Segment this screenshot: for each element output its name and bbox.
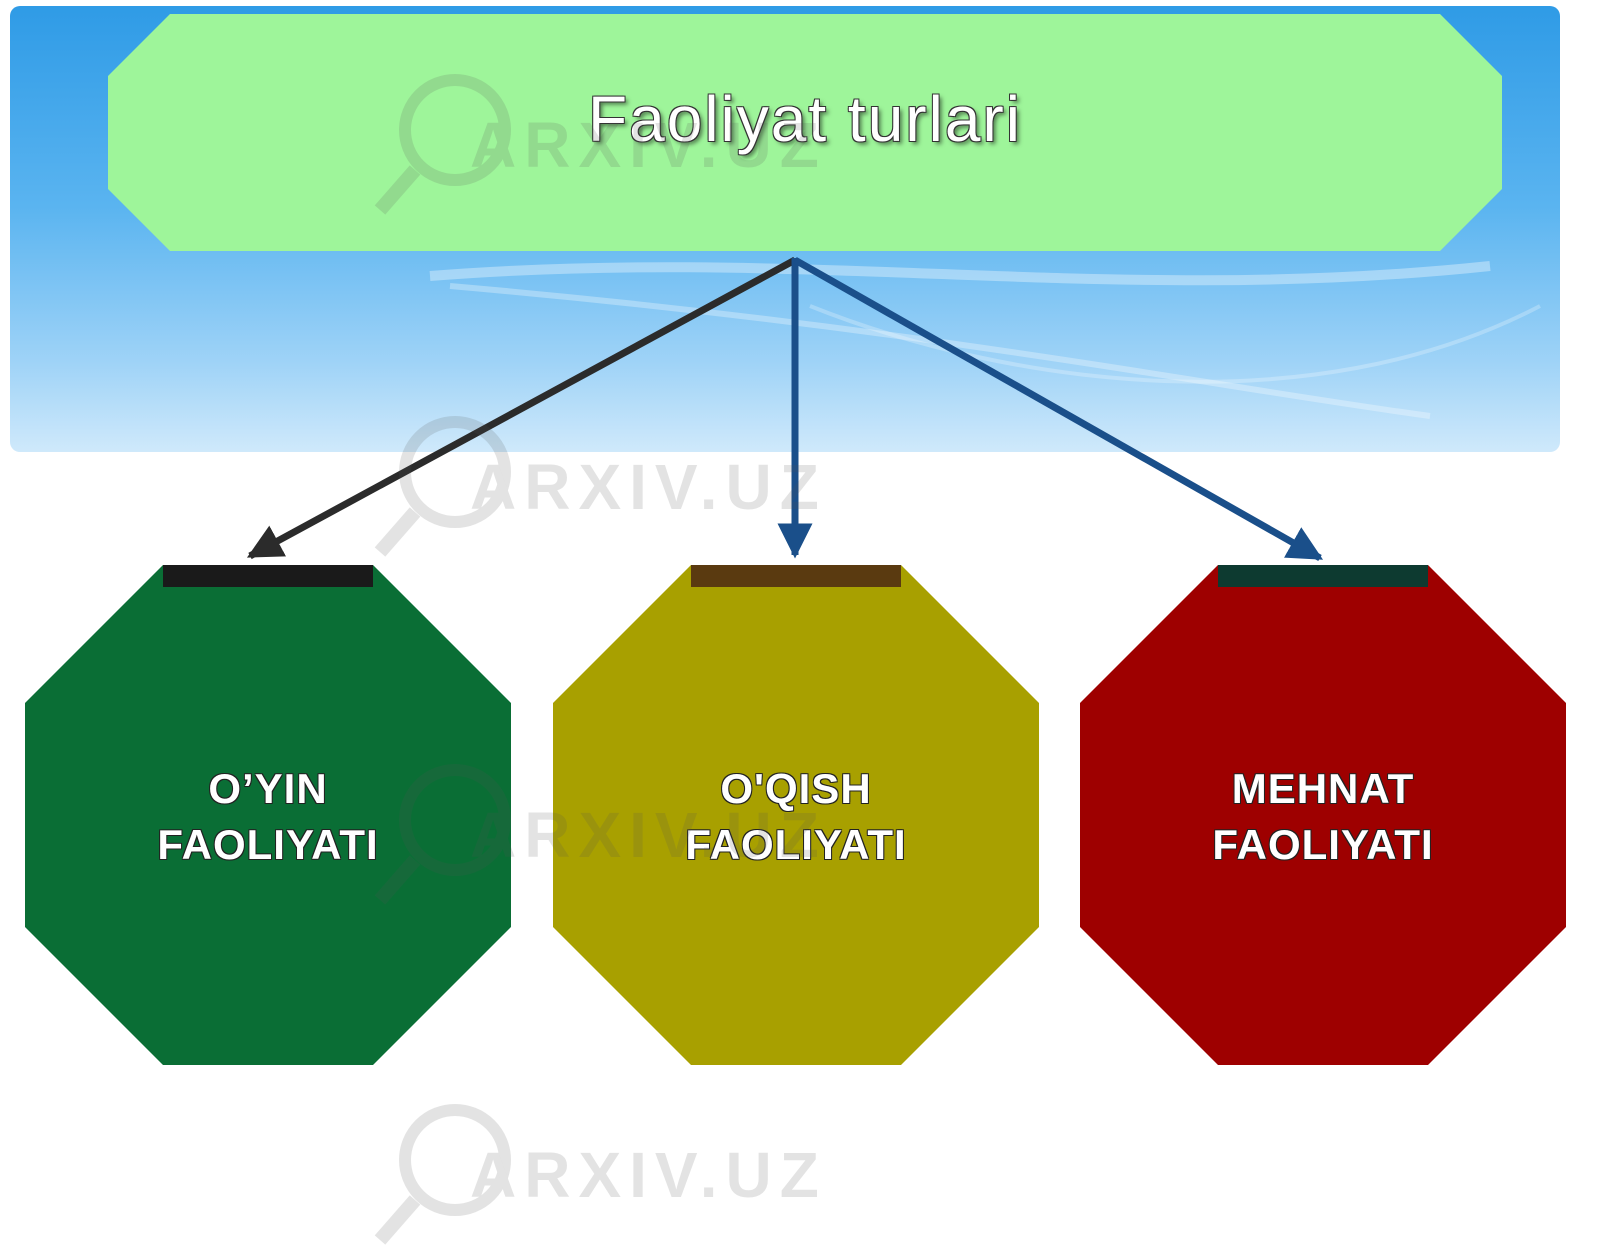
magnifier-icon	[374, 416, 511, 557]
branch-mehnat: MEHNAT FAOLIYATI	[1080, 565, 1566, 1065]
branch-cap	[1218, 565, 1428, 587]
sky-swoosh	[429, 261, 1541, 419]
branch-line1: O'QISH	[720, 765, 872, 812]
branch-label: MEHNAT FAOLIYATI	[1212, 761, 1433, 873]
title-box: Faoliyat turlari	[108, 14, 1502, 251]
branch-cap	[691, 565, 901, 587]
sky-banner: Faoliyat turlari	[10, 6, 1560, 452]
branch-line1: MEHNAT	[1231, 765, 1415, 812]
magnifier-icon	[374, 764, 511, 905]
branch-oqish: O'QISH FAOLIYATI	[553, 565, 1039, 1065]
watermark: ARXIV.UZ	[370, 70, 827, 220]
magnifier-icon	[374, 74, 511, 215]
branch-label: O’YIN FAOLIYATI	[157, 761, 378, 873]
connector-arrows	[246, 256, 1324, 562]
diagram-title: Faoliyat turlari	[588, 82, 1022, 155]
branch-line2: FAOLIYATI	[685, 821, 907, 868]
watermark: ARXIV.UZ	[370, 1100, 827, 1250]
watermark: ARXIV.UZ	[370, 760, 827, 910]
branch-line2: FAOLIYATI	[1212, 821, 1434, 868]
arrow-left	[246, 256, 797, 560]
branch-line2: FAOLIYATI	[157, 821, 379, 868]
branch-line1: O’YIN	[208, 765, 328, 812]
branch-label: O'QISH FAOLIYATI	[685, 761, 906, 873]
arrow-right	[793, 256, 1324, 562]
branch-oyin: O’YIN FAOLIYATI	[25, 565, 511, 1065]
branch-cap	[163, 565, 373, 587]
watermark: ARXIV.UZ	[370, 412, 827, 562]
